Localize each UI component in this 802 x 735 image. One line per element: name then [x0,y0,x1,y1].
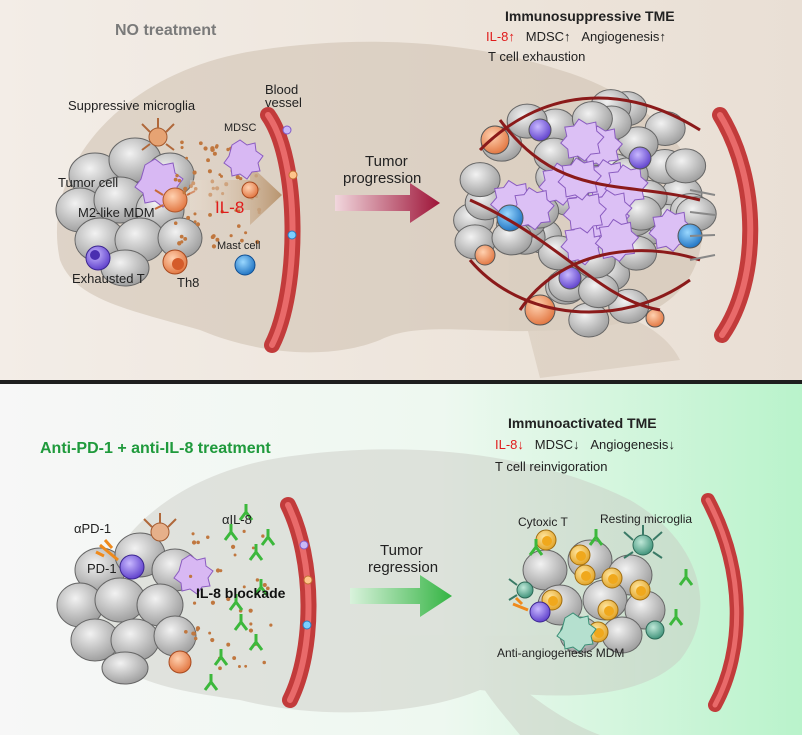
mdsc-marker-bottom: MDSC [534,437,574,452]
angiogenic-vessels [468,96,701,314]
label-exhausted-t: Exhausted T [72,271,145,286]
suppressive-microglia-top [141,118,175,151]
label-blood-1: Blood [265,82,299,97]
label-m2-mdm: M2-like MDM [78,205,155,220]
vessel-cells-top-left [282,125,298,240]
label-resting-microglia: Resting microglia [600,512,693,526]
anti-il8-antibodies-bottom-right [528,529,694,626]
up-arrow-icon: ↑ [508,29,515,44]
tcell-status-bottom: T cell reinvigoration [495,459,608,474]
arrow-label-tumor-top: Tumor [365,153,408,170]
tcell-status-top: T cell exhaustion [488,49,586,64]
th8-cell-top [162,249,188,275]
label-apd1: αPD-1 [74,521,112,536]
down-arrow-icon: ↓ [668,437,675,452]
markers-row-bottom: IL-8↓ MDSC↓ Angiogenesis↓ [495,437,675,453]
vessel-cells-bottom-left [299,540,313,630]
down-arrow-icon: ↓ [573,437,580,452]
anti-pd1-antibody [95,539,119,562]
mdsc-cell-bottom-left [173,554,214,595]
down-arrow-icon: ↓ [517,437,524,452]
circulating-monocyte-top [241,181,259,199]
up-arrow-icon: ↑ [659,29,666,44]
il8-marker-bottom: IL-8 [495,437,518,452]
label-suppressive-microglia: Suppressive microglia [68,98,196,113]
th8-cell-bottom [168,650,192,674]
pd1-t-cell [119,554,145,580]
label-ail8: αIL-8 [222,512,252,527]
label-mast-cell: Mast cell [217,240,261,252]
il8-secretion-arrow [190,165,282,225]
label-il8-top: IL-8 [215,198,245,217]
up-arrow-icon: ↑ [564,29,571,44]
label-mdsc: MDSC [224,122,257,134]
panel-divider [0,380,802,384]
label-blood-2: vessel [265,95,302,110]
il8-marker-top: IL-8 [486,29,509,44]
mdsc-cell-top [223,139,264,180]
markers-row-top: IL-8↑ MDSC↑ Angiogenesis↑ [486,29,666,45]
mast-cell-top [234,254,256,276]
arrow-label-progression: progression [343,170,422,187]
il8-cytokine-dots-top [173,140,262,249]
il8-cytokine-dots-bottom [184,529,273,671]
microglia-bottom-left [143,513,177,542]
angio-marker-top: Angiogenesis [581,29,660,44]
resting-microglia-cells [508,525,663,601]
tumor-regression-arrow [350,575,452,617]
arrow-label-tumor-bottom: Tumor [380,542,423,559]
arrow-label-regression: regression [368,559,439,576]
activated-t-cell-bottom [512,596,551,623]
mdsc-marker-top: MDSC [525,29,565,44]
condition-title-top: NO treatment [115,22,217,39]
label-il8-blockade: IL-8 blockade [196,585,286,601]
label-th8: Th8 [177,275,200,290]
tme-title-top: Immunosuppressive TME [505,8,675,24]
tumor-progression-arrow [335,183,440,223]
exhausted-t-cell-top [85,245,111,271]
tme-title-bottom: Immunoactivated TME [508,415,657,431]
anti-angiogenesis-mdm [556,612,665,653]
label-pd1: PD-1 [87,561,117,576]
label-tumor-cell: Tumor cell [58,175,119,190]
label-cytoxic-t: Cytoxic T [518,515,568,529]
anti-il8-antibodies [203,504,276,691]
cytoxic-t-cells [535,529,651,643]
angio-marker-bottom: Angiogenesis [590,437,669,452]
condition-title-bottom: Anti-PD-1 + anti-IL-8 treatment [40,440,271,457]
infiltration-arrows [689,189,716,261]
label-anti-angio-mdm: Anti-angiogenesis MDM [497,646,625,660]
